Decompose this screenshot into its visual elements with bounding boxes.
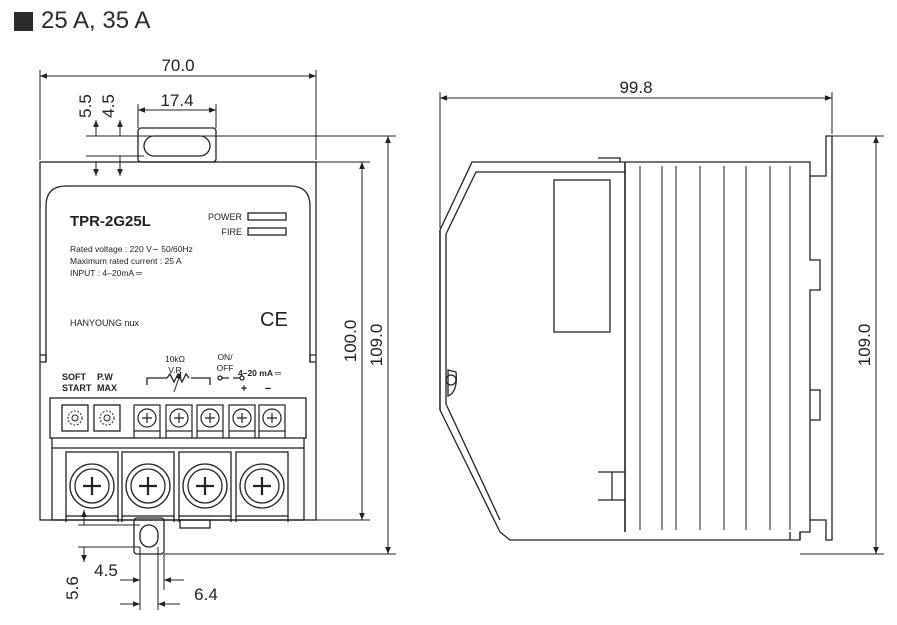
screw-icon: [232, 408, 252, 428]
fire-led: [247, 227, 287, 236]
power-terminal: [121, 451, 175, 517]
dim-side-height: 109.0: [855, 324, 874, 367]
vr-label: V.R: [168, 365, 181, 375]
signal-terminal: [196, 404, 224, 432]
on-label: ON/: [217, 352, 233, 362]
din-clip-slot-bottom: [139, 524, 159, 548]
trimmer-icon: [99, 410, 115, 426]
power-terminal: [235, 451, 289, 517]
vr-value-label: 10kΩ: [165, 354, 185, 364]
screw-icon: [69, 463, 115, 509]
side-view: [439, 135, 833, 541]
dim-depth: 99.8: [619, 78, 652, 97]
power-indicator-label: POWER: [208, 212, 243, 222]
square-bullet-icon: [14, 11, 33, 31]
max-label: MAX: [97, 383, 117, 393]
dim-slot-width: 17.4: [160, 91, 193, 110]
pw-max-trimmer: [93, 404, 121, 432]
din-clip-bottom: [133, 517, 165, 555]
screw-icon: [169, 408, 189, 428]
signal-terminal: [258, 404, 286, 432]
din-clip-top: [137, 127, 217, 163]
signal-terminal: [228, 404, 256, 432]
dim-top-offset-b: 4.5: [99, 94, 118, 118]
soft-start-trimmer: [61, 404, 89, 432]
dim-body-height: 100.0: [341, 320, 360, 363]
signal-terminal-block: [49, 397, 307, 439]
power-led: [247, 212, 287, 221]
trimmer-icon: [67, 410, 83, 426]
heading-text: 25 A, 35 A: [41, 7, 151, 34]
input-range-label: 4–20 mA ═: [238, 368, 282, 378]
ce-mark: CE: [260, 309, 288, 331]
spec-max-current: Maximum rated current : 25 A: [70, 256, 182, 266]
section-heading: 25 A, 35 A: [14, 6, 150, 36]
dim-bottom-slot-a: 4.5: [94, 561, 118, 580]
front-view: [39, 127, 317, 555]
start-label: START: [62, 383, 92, 393]
dim-top-offset-a: 5.5: [76, 94, 95, 118]
power-terminal: [178, 451, 232, 517]
signal-terminal: [165, 404, 193, 432]
spec-rated-voltage: Rated voltage : 220 V∼ 50/60Hz: [70, 244, 193, 254]
fire-indicator-label: FIRE: [221, 227, 242, 237]
spec-input: INPUT : 4–20mA ═: [70, 268, 143, 278]
brand-logo: HANYOUNG nux: [70, 318, 140, 328]
dim-bottom-offset: 5.6: [63, 576, 82, 600]
dim-bottom-slot-b: 6.4: [194, 585, 218, 604]
power-terminal-block: [51, 447, 305, 521]
power-terminal: [65, 451, 119, 517]
screw-icon: [239, 463, 285, 509]
side-body: [439, 135, 833, 541]
screw-icon: [137, 408, 157, 428]
din-clip-slot-top: [143, 135, 211, 157]
signal-terminal: [133, 404, 161, 432]
plus-label: +: [241, 383, 247, 395]
dim-total-height: 109.0: [367, 324, 386, 367]
screw-icon: [200, 408, 220, 428]
screw-icon: [182, 463, 228, 509]
minus-label: −: [265, 383, 271, 395]
off-label: OFF: [217, 363, 234, 373]
dim-width: 70.0: [161, 56, 194, 75]
screw-icon: [262, 408, 282, 428]
soft-label: SOFT: [62, 372, 87, 382]
screw-icon: [125, 463, 171, 509]
pw-label: P.W: [97, 372, 113, 382]
model-label: TPR-2G25L: [70, 213, 151, 230]
side-window: [553, 179, 611, 333]
front-cover: [45, 185, 311, 362]
